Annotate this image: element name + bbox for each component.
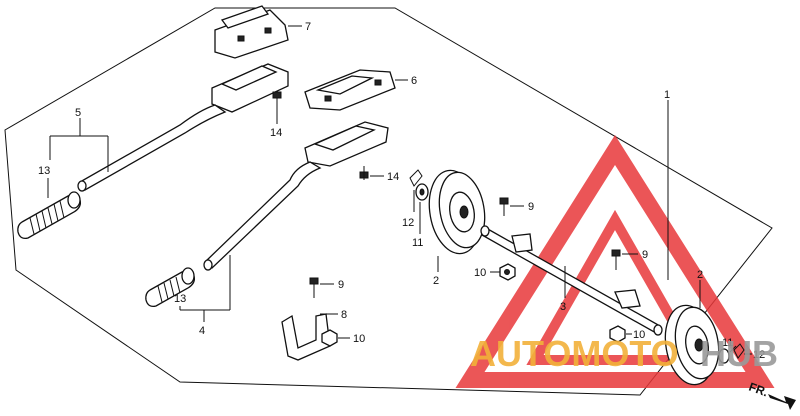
part-12-pin xyxy=(409,169,423,187)
leader-lines xyxy=(47,25,752,355)
part-3-axle xyxy=(480,225,663,336)
part-10-nut-b xyxy=(609,325,626,343)
part-14-bolt-lower xyxy=(359,166,369,180)
callout-13-lower: 13 xyxy=(174,293,186,305)
part-11-washer xyxy=(415,183,429,201)
callout-11-right: 11 xyxy=(722,337,733,349)
callout-14-upper: 14 xyxy=(270,127,282,139)
part-8-bracket xyxy=(281,313,331,361)
callout-10-b: 10 xyxy=(353,333,365,345)
callout-2-left: 2 xyxy=(433,275,439,287)
part-10-nut-a xyxy=(499,263,516,281)
watermark-text-part1: AUTOMOTO xyxy=(470,333,679,374)
callout-10-a: 10 xyxy=(474,267,486,279)
callout-3: 3 xyxy=(560,301,566,313)
callout-7: 7 xyxy=(305,21,311,33)
part-9-bolt-a xyxy=(499,197,509,216)
callout-6: 6 xyxy=(411,75,417,87)
callout-12-left: 12 xyxy=(402,217,414,229)
callout-1: 1 xyxy=(664,89,670,101)
part-7-bracket xyxy=(214,5,289,59)
watermark-triangle-inner xyxy=(526,209,704,365)
part-2-wheel-right xyxy=(664,304,720,386)
part-4-handle xyxy=(203,121,389,271)
part-12-pin-right xyxy=(733,343,745,359)
front-arrow-icon xyxy=(768,394,796,410)
callout-4: 4 xyxy=(199,325,205,337)
callout-10-c: 10 xyxy=(633,329,645,341)
callout-8: 8 xyxy=(341,309,347,321)
callout-9-c: 9 xyxy=(338,279,344,291)
part-6-bracket xyxy=(304,69,396,111)
part-5-handle xyxy=(77,63,289,192)
front-direction-indicator: FR. xyxy=(747,380,796,410)
callout-5: 5 xyxy=(75,107,81,119)
part-11-washer-right xyxy=(718,348,730,364)
part-13-grip-lower xyxy=(145,267,196,308)
callout-11-left: 11 xyxy=(412,237,423,249)
front-direction-label: FR. xyxy=(747,380,770,400)
callout-9-b: 9 xyxy=(642,249,648,261)
callout-2-right: 2 xyxy=(697,269,703,281)
part-2-wheel-left xyxy=(428,169,486,255)
part-14-bolt-upper xyxy=(272,91,282,110)
assembly-frame xyxy=(4,7,773,396)
callout-14-lower: 14 xyxy=(387,171,399,183)
watermark-text: AUTOMOTO HUB xyxy=(470,333,778,374)
part-9-bolt-c xyxy=(309,277,319,298)
callout-12-right: 12 xyxy=(753,349,765,361)
part-9-bolt-b xyxy=(611,249,621,270)
part-13-grip-upper xyxy=(17,191,82,240)
watermark-text-part2: HUB xyxy=(700,333,778,374)
callout-labels: 7 6 5 13 14 14 1 12 11 9 2 10 9 3 13 4 9… xyxy=(38,21,765,361)
part-10-nut-c xyxy=(321,329,338,347)
callout-13-upper: 13 xyxy=(38,165,50,177)
callout-9-a: 9 xyxy=(528,201,534,213)
